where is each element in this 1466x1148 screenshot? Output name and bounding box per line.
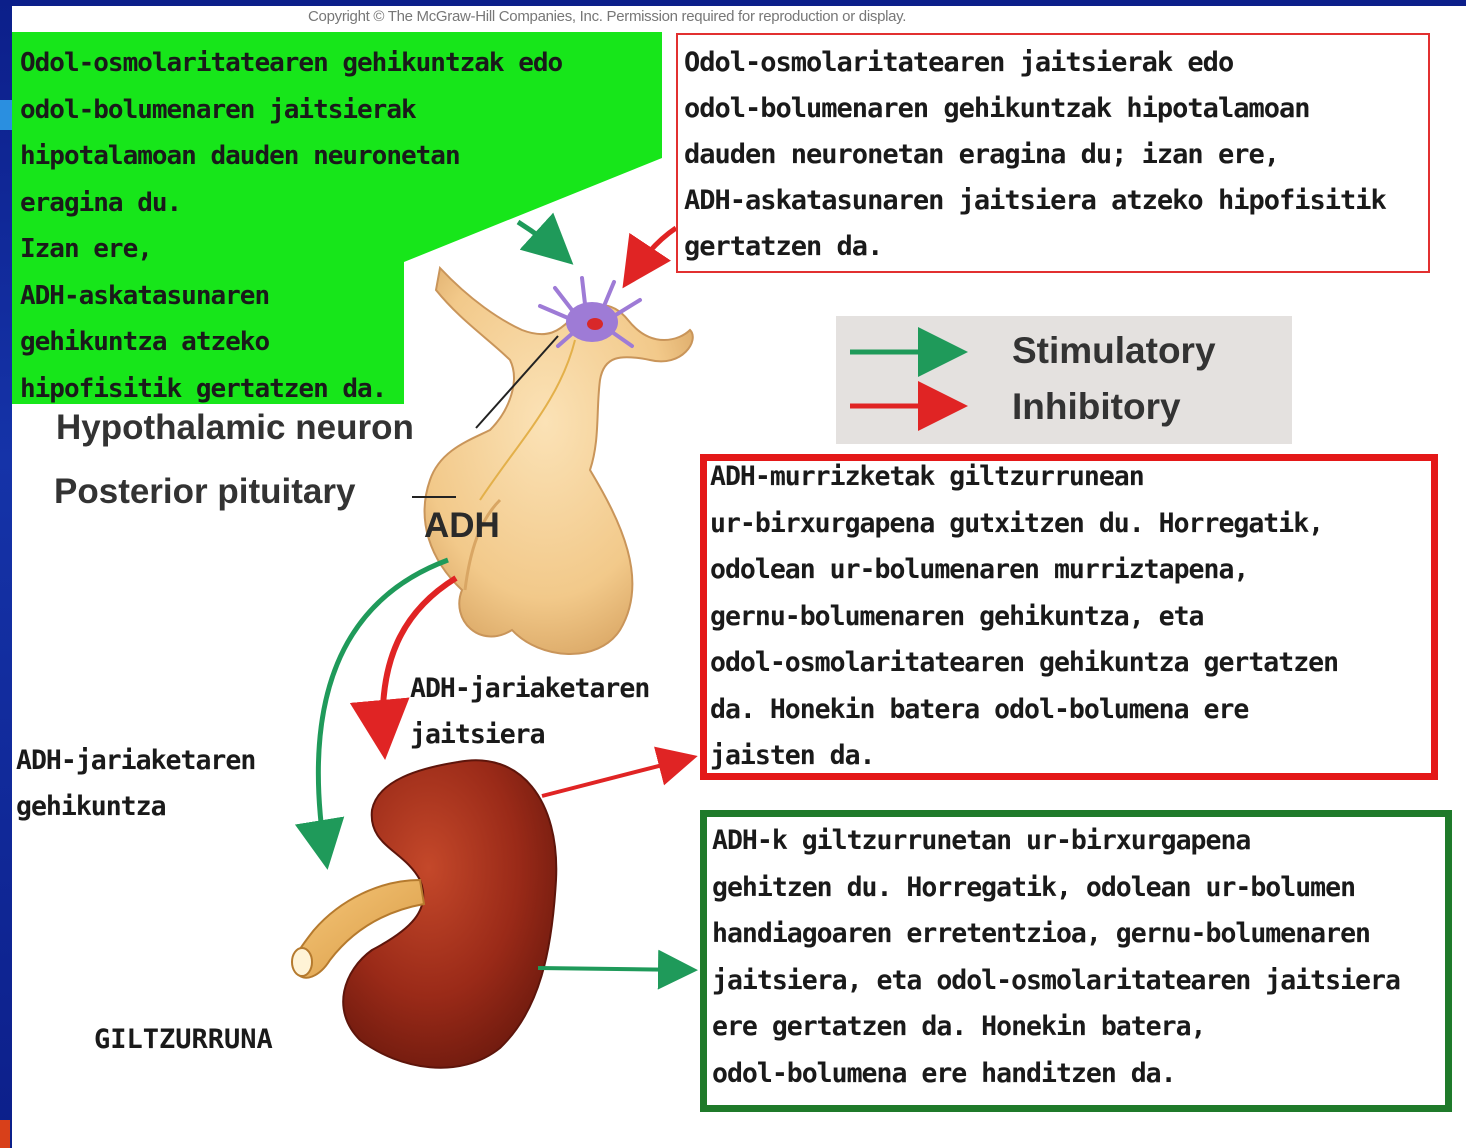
- kidney-illustration: [292, 760, 556, 1068]
- adh-label: ADH: [424, 506, 500, 546]
- posterior-pituitary-label: Posterior pituitary: [54, 472, 355, 512]
- legend: Stimulatory Inhibitory: [836, 316, 1292, 444]
- adh-increase-label: ADH-jariaketaren gehikuntza: [16, 738, 255, 830]
- legend-inhibitory-label: Inhibitory: [1012, 386, 1181, 428]
- inhibitory-arrow-to-decrease-box: [542, 758, 690, 796]
- stimulatory-arrow-to-increase-box: [538, 968, 690, 970]
- box-osmolarity-decrease-text: Odol-osmolaritatearen jaitsierak edo odo…: [684, 40, 1428, 270]
- hypothalamic-neuron-label: Hypothalamic neuron: [56, 408, 414, 448]
- kidney-label: GILTZURRUNA: [94, 1024, 273, 1055]
- legend-stimulatory-label: Stimulatory: [1012, 330, 1216, 372]
- box-osmolarity-increase-text: Odol-osmolaritatearen gehikuntzak edo od…: [20, 40, 660, 412]
- adh-decrease-label: ADH-jariaketaren jaitsiera: [410, 666, 649, 758]
- box-adh-increase-effects-text: ADH-k giltzurrunetan ur-birxurgapena geh…: [712, 818, 1448, 1097]
- box-adh-decrease-effects-text: ADH-murrizketak giltzurrunean ur-birxurg…: [710, 454, 1434, 780]
